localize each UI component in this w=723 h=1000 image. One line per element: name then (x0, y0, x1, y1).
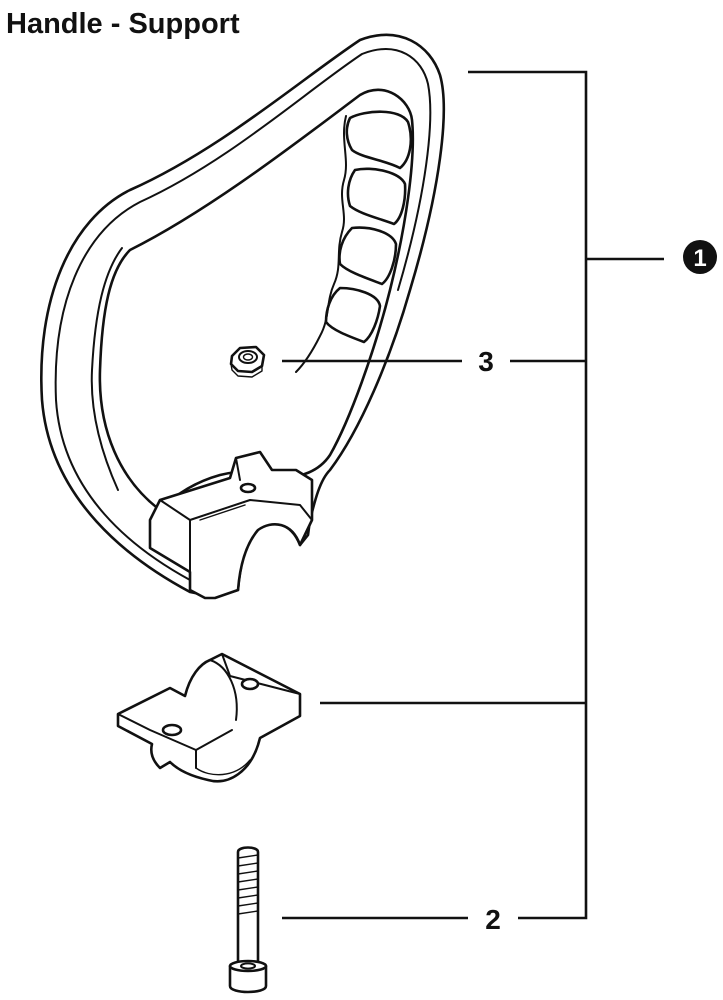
handle-part (40, 33, 446, 600)
page-title: Handle - Support (6, 8, 240, 40)
support-part (116, 652, 302, 783)
bolt-threads (237, 854, 259, 915)
bolt-part (228, 846, 268, 994)
assembly-bracket (468, 70, 588, 920)
leader-lines (282, 70, 664, 920)
callout-1-label: 1 (693, 245, 706, 272)
callout-1: 1 (683, 240, 717, 274)
nut-part (229, 345, 266, 378)
callout-1-badge (683, 240, 717, 274)
callout-2-label: 2 (485, 904, 501, 935)
callout-3-label: 3 (478, 346, 494, 377)
